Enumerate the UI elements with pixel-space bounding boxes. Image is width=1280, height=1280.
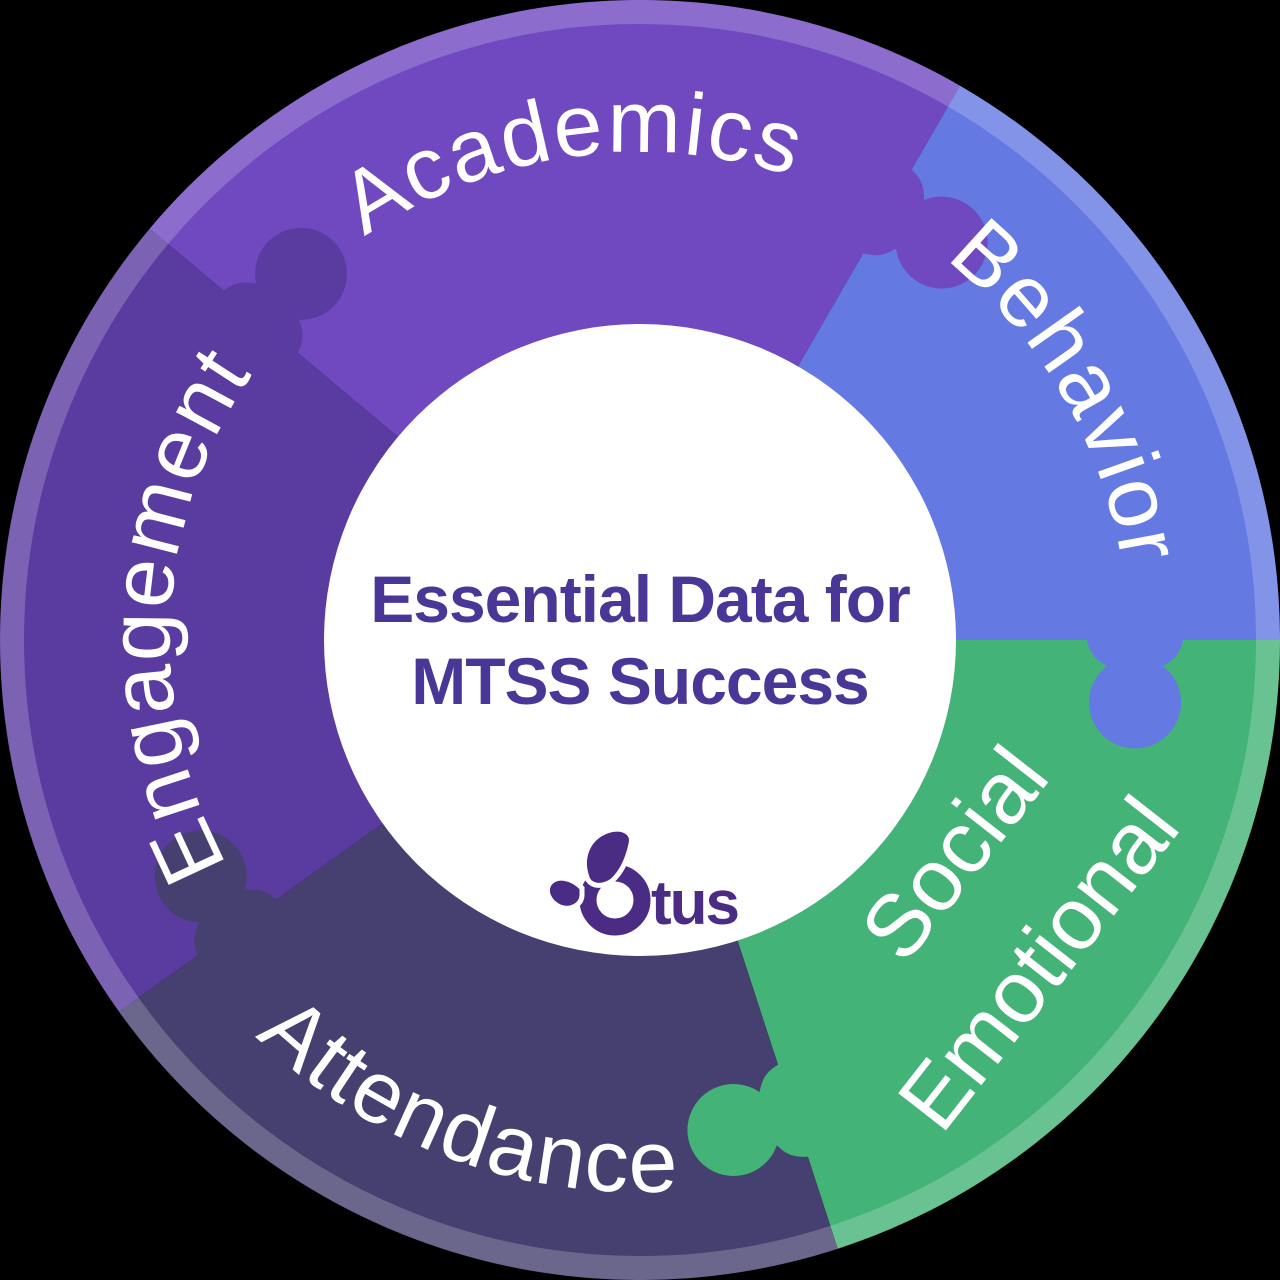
otus-logo-feather-large xyxy=(582,826,634,888)
segment-academics xyxy=(149,0,960,438)
tab-behavior-into-social xyxy=(1085,632,1185,749)
segment-engagement xyxy=(0,228,399,1012)
otus-logo-feather-small xyxy=(544,875,585,911)
otus-logo: tus xyxy=(544,826,740,938)
diagram-title-line2: MTSS Success xyxy=(411,644,869,718)
diagram-title-line1: Essential Data for xyxy=(370,562,910,636)
otus-logo-text: tus xyxy=(651,869,738,938)
center-circle xyxy=(324,324,956,956)
segment-attendance xyxy=(119,822,838,1280)
segment-social-emotional xyxy=(737,640,1280,1249)
